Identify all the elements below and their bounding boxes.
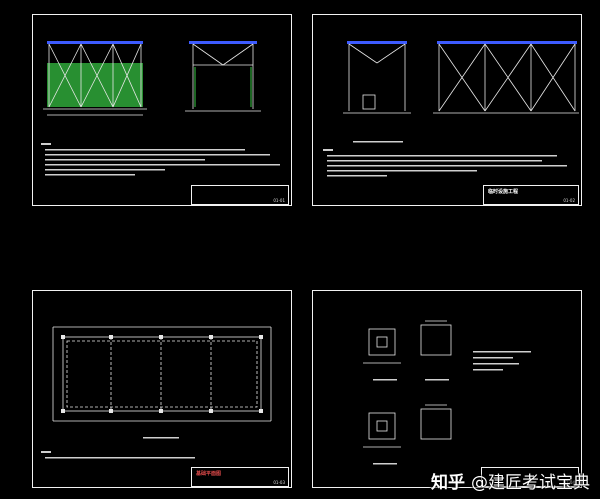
title-block-3: 基础平面图 01-03: [191, 467, 289, 487]
title-block-2: 临时设施工程 01-02: [483, 185, 579, 205]
sheet-2-drawing: [323, 41, 579, 177]
drawing-sheet-4[interactable]: 01-04: [312, 290, 582, 488]
title-block-2-sheet-no: 01-02: [563, 198, 575, 203]
title-block-4: 01-04: [481, 467, 579, 487]
title-block-1-sheet-no: 01-01: [273, 198, 285, 203]
title-block-3-title: 基础平面图: [196, 471, 222, 477]
watermark-author: @建匠考试宝典: [471, 473, 590, 493]
title-block-1: 01-01: [191, 185, 289, 205]
title-block-3-sheet-no: 01-03: [273, 480, 285, 485]
drawing-sheet-2[interactable]: 临时设施工程 01-02: [312, 14, 582, 206]
title-block-4-sheet-no: 01-04: [563, 480, 575, 485]
watermark-brand: 知乎: [431, 473, 465, 493]
sheet-3-drawing: [41, 326, 272, 459]
sheet-1-drawing: [41, 41, 280, 176]
sheet-4-drawing: [363, 320, 531, 465]
watermark: 知乎 @建匠考试宝典: [431, 468, 590, 493]
drawing-sheet-3[interactable]: 基础平面图 01-03: [32, 290, 292, 488]
drawing-sheet-1[interactable]: 01-01: [32, 14, 292, 206]
title-block-2-title: 临时设施工程: [488, 189, 519, 195]
